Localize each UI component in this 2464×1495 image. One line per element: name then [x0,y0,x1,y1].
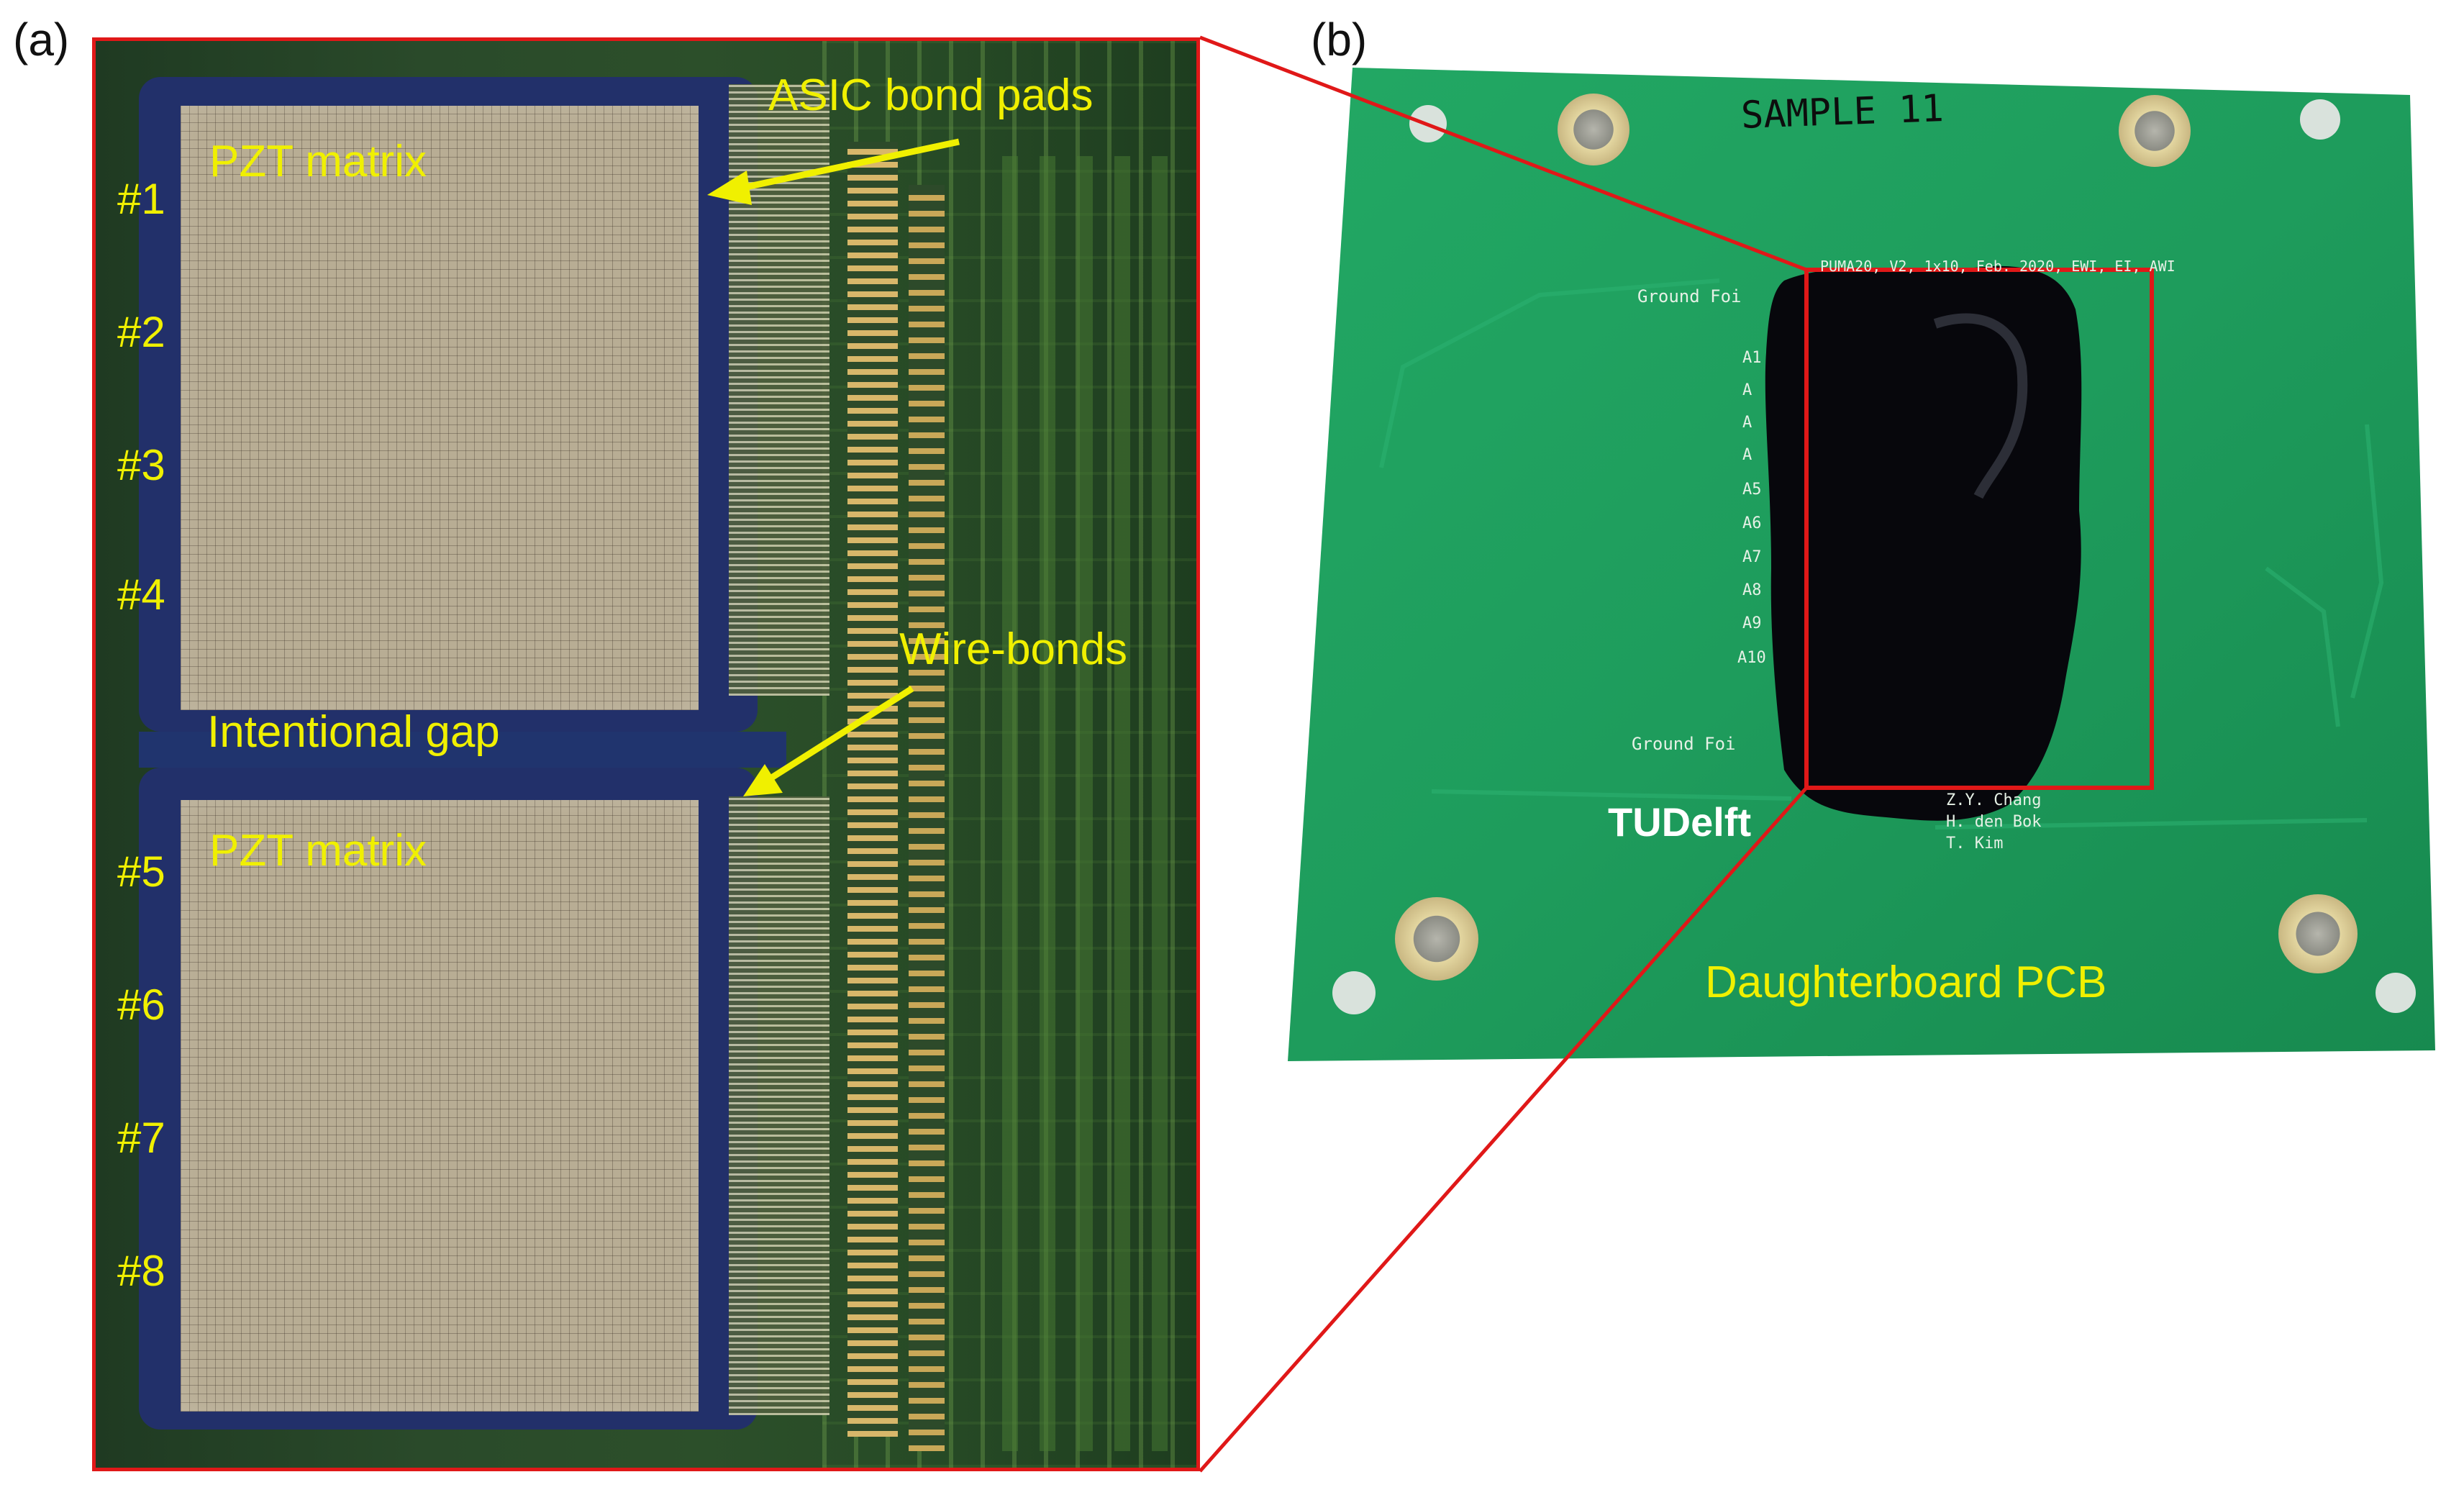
element-number: #8 [117,1247,165,1295]
pcb-photo-panel: SAMPLE 11 PUMA20, V2, 1x10, Feb. 2020, E… [1288,65,2464,1072]
pcb-pad-column-2 [909,185,945,1451]
element-number: #5 [117,848,165,896]
silkscreen-row-label: A8 [1742,581,1762,599]
intentional-gap-label: Intentional gap [207,707,500,757]
encapsulant-blob [1765,265,2082,821]
wire-bond-column-bottom [729,796,829,1415]
gap-band [139,732,786,768]
microscope-photo-panel: PZT matrix PZT matrix Intentional gap AS… [92,37,1200,1471]
daughterboard-pcb-photo [1288,68,2435,1061]
pcb-pad-column [847,142,898,1437]
silkscreen-row-label: A7 [1742,548,1762,566]
panel-label-a: (a) [13,14,70,65]
pzt-matrix-label-top: PZT matrix [209,137,427,186]
corner-mount-hole [1409,105,1447,142]
zoom-box [1804,268,2154,790]
wire-bonds-arrow [763,686,914,785]
tudelft-logo: TUDelft [1608,799,1752,845]
silkscreen-credit: Z.Y. Chang [1946,791,2042,809]
pzt-matrix-top [181,106,699,710]
corner-mount-hole [2300,99,2340,140]
silkscreen-row-label: A9 [1742,614,1762,632]
mounting-pad [1395,897,1478,981]
silkscreen-row-label: A5 [1742,481,1762,499]
pcb-trace-columns [1002,156,1189,1451]
pzt-matrix-bottom [181,800,699,1412]
pzt-matrix-label-bottom: PZT matrix [209,826,427,876]
silkscreen-credit: T. Kim [1946,835,2004,853]
mounting-pad [1558,94,1629,165]
encapsulant-highlight [1933,313,2028,499]
corner-mount-hole [1332,971,1376,1014]
silkscreen-ground-bottom: Ground Foi [1632,734,1736,754]
wire-bonds-label: Wire-bonds [899,624,1127,674]
silkscreen-row-label: A10 [1737,649,1766,667]
mounting-pad [2119,95,2191,167]
silkscreen-row-label: A [1742,414,1752,432]
element-number: #2 [117,308,165,356]
daughterboard-pcb-label: Daughterboard PCB [1705,958,2107,1007]
element-number: #4 [117,571,165,619]
wire-bonds-arrowhead [743,764,783,796]
annotation-arrows [707,138,960,796]
silkscreen-row-label: A1 [1742,349,1762,367]
panel-label-b: (b) [1311,14,1368,65]
silkscreen-row-label: A [1742,381,1752,399]
corner-mount-hole [2376,973,2416,1013]
asic-bond-pads-arrow [728,138,960,194]
silkscreen-row-label: A [1742,446,1752,464]
silkscreen-header: PUMA20, V2, 1x10, Feb. 2020, EWI, EI, AW… [1820,258,2176,275]
silkscreen-credit: H. den Bok [1946,813,2042,831]
element-number: #7 [117,1114,165,1162]
mounting-pad [2278,894,2358,973]
silkscreen-row-label: A6 [1742,514,1762,532]
handwritten-sample-label: SAMPLE 11 [1740,87,1945,137]
asic-bond-pads-arrowhead [707,171,752,205]
silkscreen-ground-top: Ground Foi [1637,286,1742,306]
element-number: #3 [117,441,165,489]
element-number: #1 [117,175,165,223]
element-number: #6 [117,981,165,1029]
asic-bond-pads-label: ASIC bond pads [768,71,1094,120]
